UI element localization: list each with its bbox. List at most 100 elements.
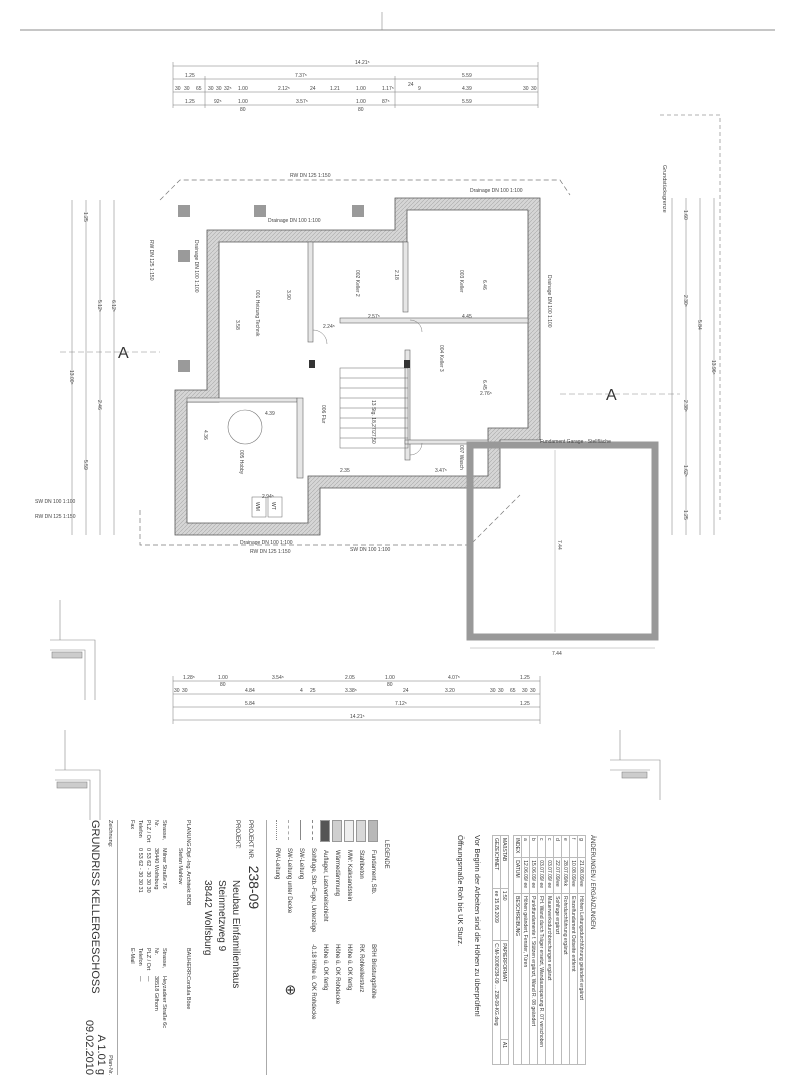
legend-label: MW: Kalksandstein — [346, 850, 352, 902]
dryer-box — [267, 496, 283, 518]
top-dim: 9 — [418, 86, 421, 92]
pipe-label-drain-top: Drainage DN 100 1:100 — [470, 188, 523, 194]
legend-item: MW: Kalksandstein — [343, 820, 355, 942]
room-label: 006 Flur — [320, 405, 326, 424]
top-dim: 1.00 — [356, 86, 366, 92]
left-dim: 2.46 — [96, 400, 102, 410]
field-value: — — [145, 976, 151, 982]
top-dim: 30 — [531, 86, 537, 92]
field-label: PLZ / Ort — [145, 820, 151, 843]
line-sewer — [300, 820, 302, 840]
pipe-label-rw-top: RW DN 125 1:150 — [290, 173, 331, 179]
bottom-dim: 30 — [182, 688, 188, 694]
garage-depth: 7.44 — [556, 540, 562, 550]
field-label: Telefon — [137, 948, 143, 966]
legend-label: Fundament, Stb. — [370, 850, 376, 895]
format-value: A1 — [500, 1039, 509, 1065]
right-dim: 2.30⁵ — [682, 295, 688, 307]
swatch-insulation — [332, 820, 342, 842]
scale-label: MAßSTAB — [500, 835, 509, 889]
change-date: 22.07.09/ee — [553, 857, 562, 894]
planner-name: Stefan Mahlow — [177, 848, 183, 885]
change-text: Höhen geändert, Fenster, Türen — [521, 893, 530, 1065]
change-index: b — [529, 835, 538, 858]
planning-label: PLANUNG: — [185, 820, 191, 849]
pipe-label-drain-right: Drainage DN 100 1:100 — [546, 275, 552, 328]
swatch-foundation — [368, 820, 378, 842]
change-text: FH. Wand durch Träger ersetzt, Wandaussp… — [537, 893, 546, 1065]
field-label: E-Mail — [129, 948, 135, 964]
top-dim: 1.00 — [238, 86, 248, 92]
change-index: f — [569, 835, 578, 858]
pipe-label-sw-left: SW DN 100 1:100 — [35, 499, 76, 505]
left-dimension-chain — [71, 200, 115, 535]
legend-label: Auflager, Lastverteilschicht — [322, 850, 328, 922]
bottom-dim: 1.28⁵ — [183, 675, 195, 681]
legend-label: RW-Leitung — [274, 848, 280, 880]
bottom-dim: 7.12⁵ — [395, 701, 407, 707]
bottom-dim: 1.25 — [520, 675, 530, 681]
top-dim: 1.00 — [238, 99, 248, 105]
property-boundary-label: Grundstücksgrenze — [661, 165, 667, 213]
top-dim: 80 — [358, 107, 364, 113]
legend: Fundament, Stb. Stahlbeton MW: Kalksands… — [271, 820, 379, 1075]
top-dim: 5.59 — [462, 73, 472, 79]
rainwater-pipe-route — [159, 179, 571, 201]
change-text: Rohrdurchführung ergänzt — [561, 893, 570, 1065]
drawing-title: GRUNDRISS KELLERGESCHOSS — [89, 820, 101, 994]
right-dimension-chain — [671, 198, 715, 535]
drawn-by: ee — [493, 890, 500, 897]
inner-dim: 2.18 — [393, 270, 399, 280]
top-dim: 30 — [208, 86, 214, 92]
inner-dim: 2.35 — [340, 468, 350, 474]
bottom-dim: 25 — [310, 688, 316, 694]
change-date: 03.07.09/ ee — [537, 857, 546, 894]
drawn-date: 15.05.2009 — [493, 897, 500, 923]
right-dim: 1.62⁵ — [682, 465, 688, 477]
swatch-bearing — [320, 820, 330, 842]
line-joint — [312, 820, 314, 840]
bottom-dim: 1.25 — [520, 701, 530, 707]
right-dim: 2.38⁵ — [682, 400, 688, 412]
stair-label: 13 Stg. 18,27/27,50 — [370, 400, 376, 444]
top-dim: 1.17⁵ — [382, 86, 394, 92]
legend-symbol: Höhe ü. OK Rohdecke — [334, 944, 340, 1005]
garage-label: Fundament Garage - Stellfläche — [540, 439, 611, 445]
bottom-dim: 3.20 — [445, 688, 455, 694]
change-date: 10.08.09/ee — [569, 857, 578, 894]
bottom-dim: 4 — [300, 688, 303, 694]
legend-symbol: Höhe ü. OK fertig — [322, 944, 328, 991]
legend-label: Wärmedämmung — [334, 850, 340, 897]
plan-date: 09.02.2010 — [83, 1019, 95, 1075]
swatch-concrete — [356, 820, 366, 842]
legend-symbol: BRH Brüstungshöhe — [370, 944, 376, 999]
bottom-dim-row2: 30 30 4.84 4 25 3.38⁵ 24 3.20 30 30 65 3… — [174, 688, 536, 694]
line-sewer-ceiling — [288, 820, 290, 840]
change-index: a — [521, 835, 530, 858]
field-value: 0 53 62 - 30 30 31 — [137, 848, 143, 893]
inner-dimensions: 3.90 2.57⁵ 4.45 2.24⁵ 3.58 2.18 4.36 2.3… — [202, 270, 492, 500]
field-value: 38440 Wolfsburg — [153, 848, 159, 890]
inner-dim: 2.94⁵ — [262, 494, 274, 500]
field-label: Strasse, Nr. — [153, 948, 167, 969]
tank-symbol — [227, 409, 263, 445]
change-index: e — [561, 835, 570, 858]
top-dim: 7.37⁵ — [295, 73, 307, 79]
plan-number: A 1.01 g — [95, 1034, 107, 1075]
pipe-label-drain-inner: Drainage DN 100 1:100 — [268, 218, 321, 224]
project-number: PROJEKT NR.238-09 — [246, 820, 262, 1075]
garage-foundation — [466, 441, 659, 641]
washing-machine-box — [251, 496, 267, 518]
column — [309, 360, 315, 368]
format-label: PAPIERFORMAT — [500, 940, 509, 1040]
dryer-label: WT — [270, 502, 276, 510]
